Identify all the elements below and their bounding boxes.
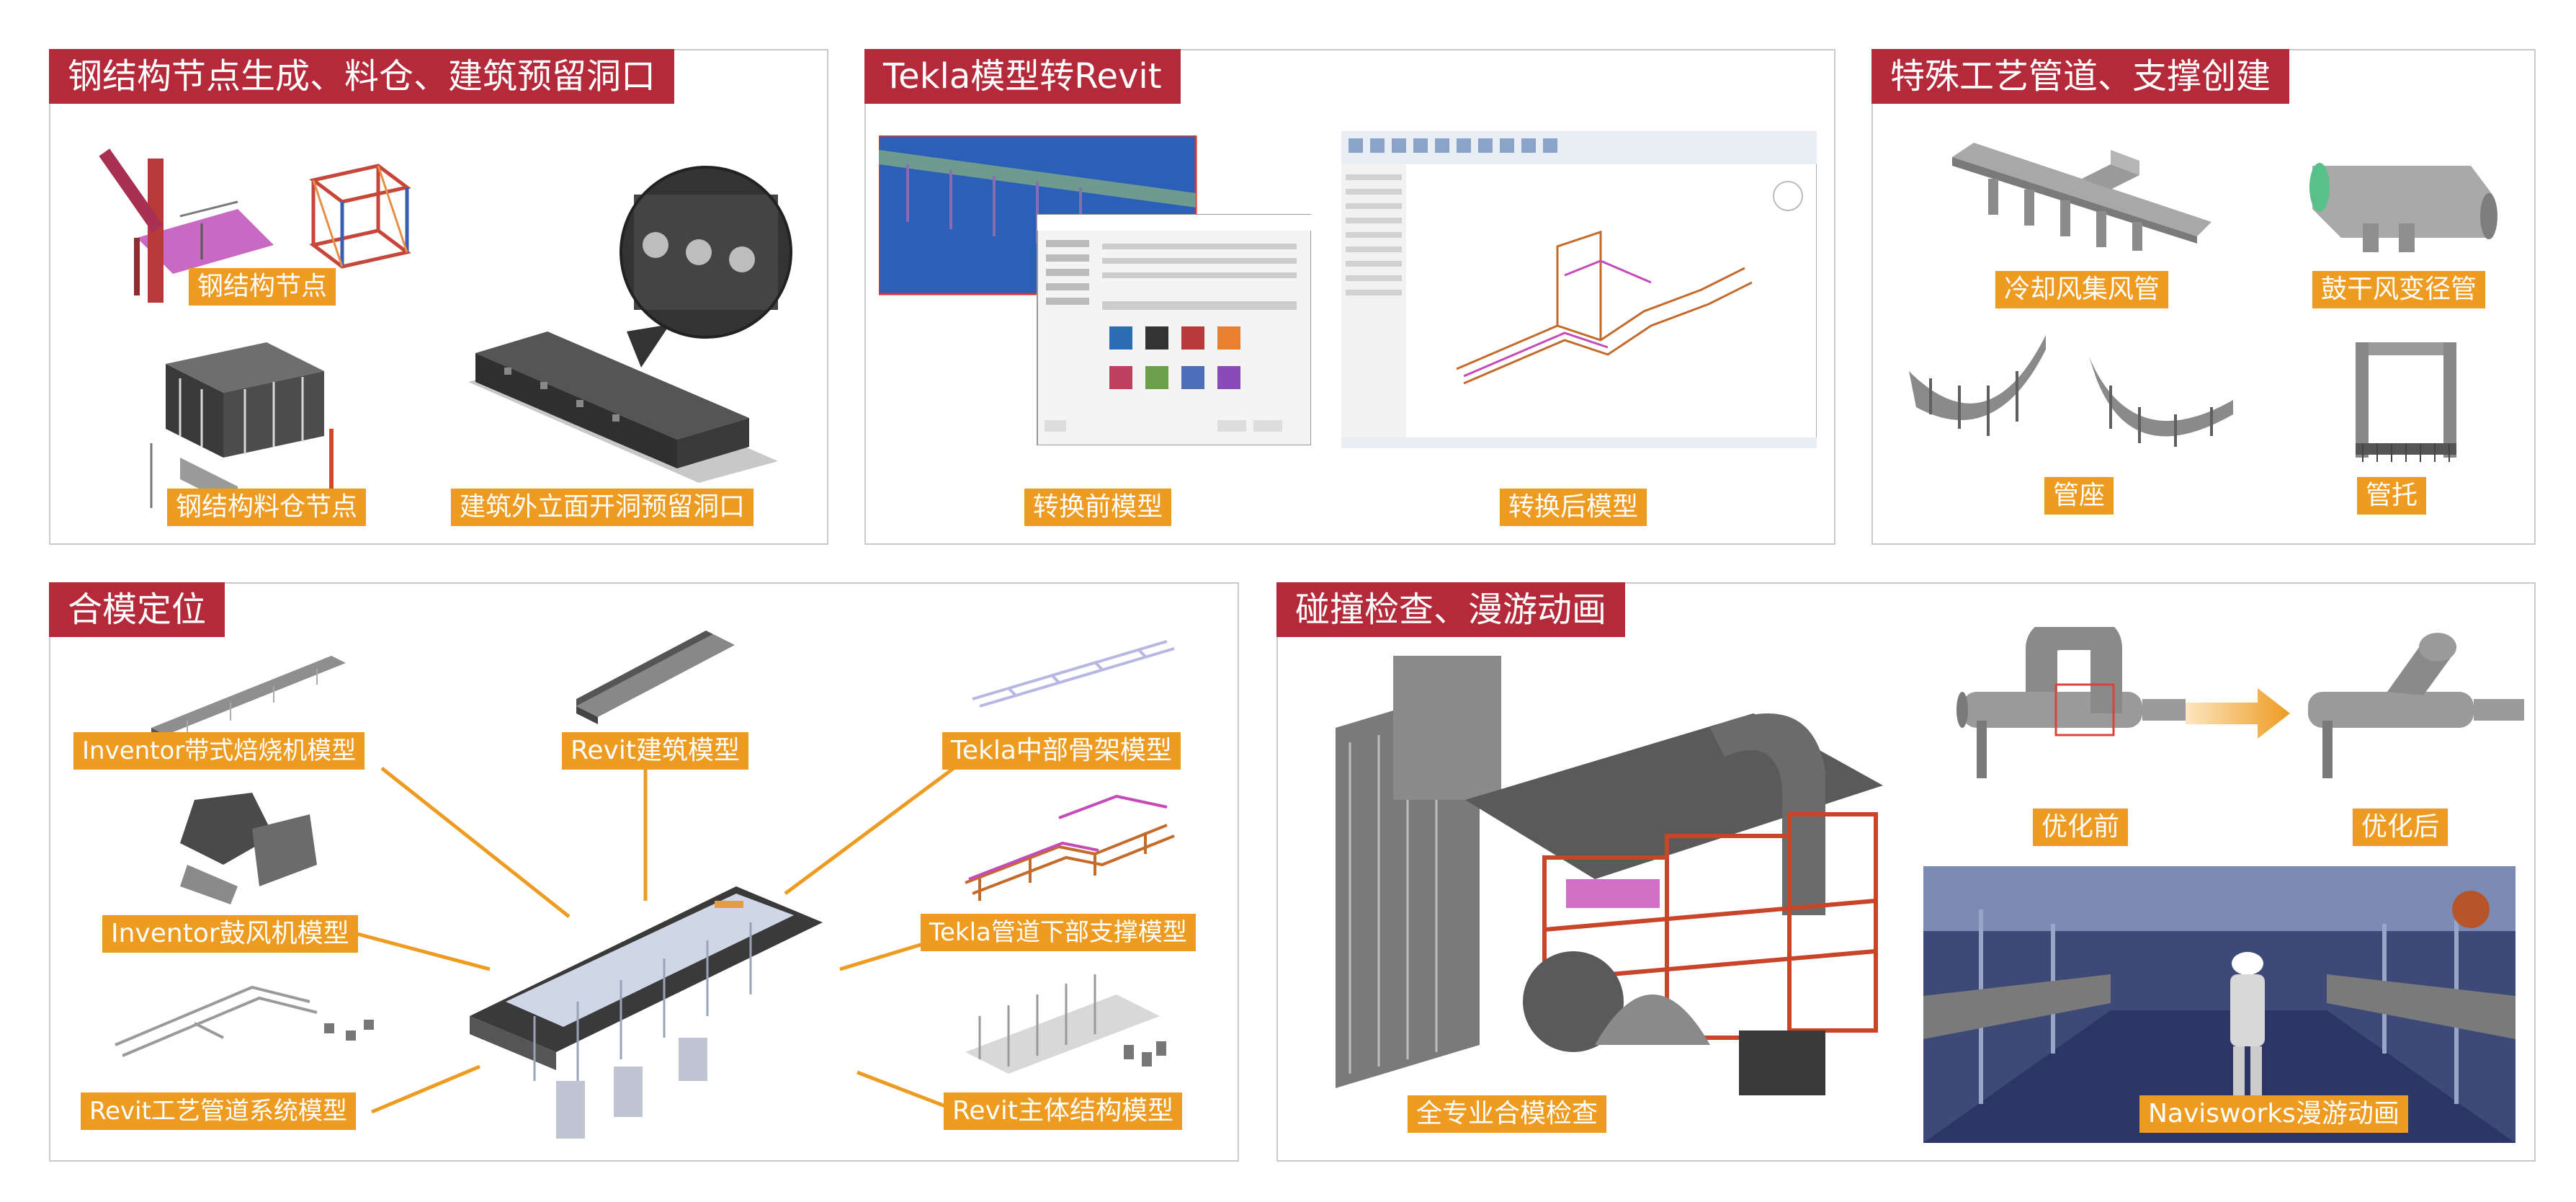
connector-lines — [357, 766, 955, 1114]
after-optimization-image — [2308, 633, 2524, 778]
revit-arch-image — [576, 631, 735, 724]
panel-steel-nodes: 钢结构节点生成、料仓、建筑预留洞口 钢结构节点 钢结构料仓节点 — [49, 49, 828, 545]
label-after-model: 转换后模型 — [1500, 489, 1647, 526]
label-inventor-belt: Inventor带式焙烧机模型 — [73, 732, 365, 770]
label-after-opt: 优化后 — [2353, 809, 2448, 846]
label-before-model: 转换前模型 — [1024, 489, 1172, 526]
revit-after-screenshot — [1341, 131, 1817, 448]
pipe-seat-image — [1909, 335, 2233, 465]
panel-title: 碰撞检查、漫游动画 — [1276, 582, 1626, 637]
steel-frame-image — [299, 151, 414, 274]
label-steel-node: 钢结构节点 — [189, 268, 336, 306]
combined-model-image — [470, 886, 823, 1139]
navisworks-walkthrough-image — [1923, 866, 2515, 1143]
panel-tekla-to-revit: Tekla模型转Revit 转换前模型 转换后模型 — [864, 49, 1835, 545]
label-inventor-fan: Inventor鼓风机模型 — [102, 915, 358, 953]
tekla-pipe-support-image — [951, 775, 1181, 904]
label-drum-reducer: 鼓干风变径管 — [2312, 271, 2486, 308]
label-revit-pipe: Revit工艺管道系统模型 — [81, 1092, 356, 1130]
facade-opening-image — [468, 151, 800, 483]
label-cooling-duct: 冷却风集风管 — [1995, 271, 2169, 308]
inventor-belt-image — [151, 656, 346, 742]
steel-node-image — [99, 148, 274, 303]
clash-model-image — [1336, 656, 1883, 1095]
before-optimization-image — [1956, 627, 2186, 778]
label-pipe-seat: 管座 — [2044, 477, 2114, 515]
inventor-fan-image — [180, 793, 317, 904]
tekla-frame-image — [965, 634, 1181, 713]
panel-special-pipes: 特殊工艺管道、支撑创建 冷却风集风管 鼓干风变径管 管座 管托 — [1871, 49, 2536, 545]
pipe-support-image — [2356, 342, 2456, 465]
label-facade-opening: 建筑外立面开洞预留洞口 — [451, 489, 754, 526]
panel-model-integration: 合模定位 Inventor带式焙烧机模型 Revit建筑模型 Tekla中部骨架… — [49, 582, 1239, 1162]
label-tekla-frame: Tekla中部骨架模型 — [942, 732, 1181, 770]
label-revit-struct: Revit主体结构模型 — [944, 1092, 1182, 1130]
drum-reducer-image — [2309, 163, 2497, 252]
label-revit-arch: Revit建筑模型 — [562, 732, 748, 770]
revit-struct-image — [965, 966, 1166, 1074]
optimize-arrow-icon — [2186, 688, 2290, 739]
label-before-opt: 优化前 — [2033, 809, 2129, 846]
tekla-before-screenshot — [879, 135, 1311, 445]
label-pipe-support: 管托 — [2357, 477, 2427, 515]
cooling-duct-image — [1952, 143, 2211, 251]
panel-title: Tekla模型转Revit — [864, 49, 1181, 104]
panel-title: 特殊工艺管道、支撑创建 — [1871, 49, 2290, 104]
label-tekla-pipe-support: Tekla管道下部支撑模型 — [921, 914, 1196, 951]
panel-clash-check: 碰撞检查、漫游动画 全专业合模检查 优化前 优 — [1276, 582, 2536, 1162]
label-navisworks: Navisworks漫游动画 — [2139, 1095, 2408, 1133]
label-full-check: 全专业合模检查 — [1408, 1095, 1607, 1133]
label-silo-node: 钢结构料仓节点 — [167, 489, 367, 526]
revit-pipe-image — [108, 958, 374, 1067]
panel-title: 钢结构节点生成、料仓、建筑预留洞口 — [49, 49, 675, 104]
panel-title: 合模定位 — [49, 582, 225, 637]
